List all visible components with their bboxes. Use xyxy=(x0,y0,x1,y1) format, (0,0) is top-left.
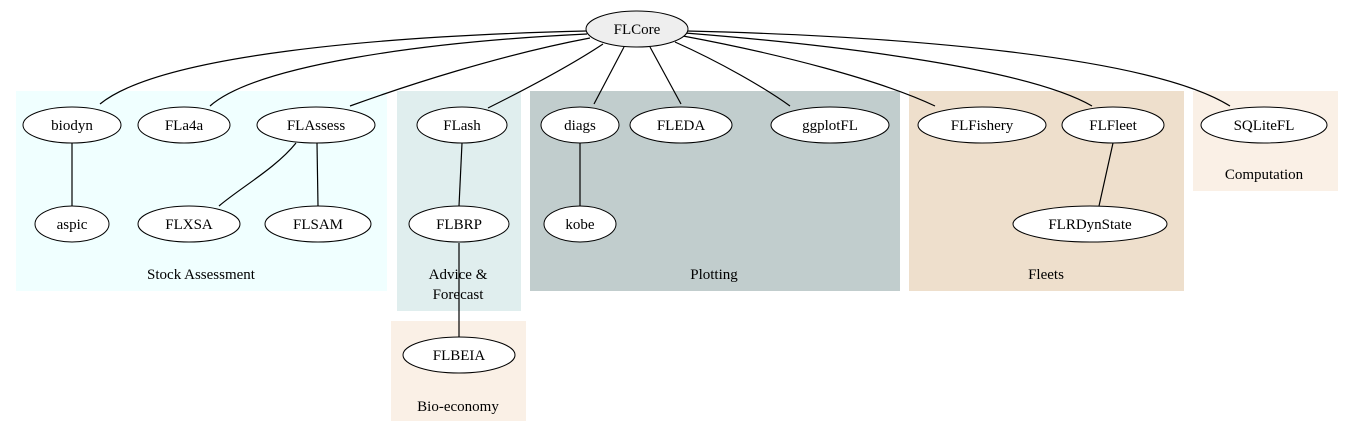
node-flfleet: FLFleet xyxy=(1061,106,1165,144)
node-flfleet-label: FLFleet xyxy=(1089,118,1137,134)
node-flxsa: FLXSA xyxy=(137,205,241,243)
edge-flcore-diags xyxy=(593,46,625,105)
edge-flash-flbrp xyxy=(458,142,463,207)
node-biodyn: biodyn xyxy=(22,106,122,144)
node-flbrp-label: FLBRP xyxy=(436,217,482,233)
cluster-label-advice-forecast-2: Forecast xyxy=(433,287,485,303)
node-kobe-shape xyxy=(543,205,617,243)
edge-flcore-sqlitefl xyxy=(686,30,1231,107)
node-ggplotfl-shape xyxy=(770,106,890,144)
edge-flcore-flfishery xyxy=(682,35,936,107)
edge-flfleet-flrdynstate xyxy=(1098,142,1114,207)
node-diags-shape xyxy=(540,106,620,144)
edge-flcore-flassess xyxy=(349,37,591,107)
node-fleda-label: FLEDA xyxy=(657,118,706,134)
edge-flcore-flash xyxy=(487,43,604,109)
edge-flcore-fleda xyxy=(649,46,682,105)
node-aspic-label: aspic xyxy=(57,217,88,233)
node-flassess-label: FLAssess xyxy=(287,118,346,134)
edge-flassess-flsam xyxy=(316,142,319,207)
node-sqlitefl: SQLiteFL xyxy=(1200,106,1328,144)
node-flfishery: FLFishery xyxy=(917,106,1047,144)
node-flrdynstate-shape xyxy=(1012,205,1168,243)
node-flbrp: FLBRP xyxy=(408,205,510,243)
node-flash-label: FLash xyxy=(443,118,481,134)
node-flsam-shape xyxy=(264,205,372,243)
node-sqlitefl-shape xyxy=(1200,106,1328,144)
node-flbrp-shape xyxy=(408,205,510,243)
node-flash-shape xyxy=(416,106,508,144)
node-flfishery-shape xyxy=(917,106,1047,144)
node-sqlitefl-label: SQLiteFL xyxy=(1234,118,1295,134)
edge-flassess-flxsa xyxy=(218,142,297,207)
node-ggplotfl-label: ggplotFL xyxy=(802,118,858,134)
node-flrdynstate-label: FLRDynState xyxy=(1048,217,1132,233)
node-diags: diags xyxy=(540,106,620,144)
cluster-label-bio-economy: Bio-economy xyxy=(417,399,499,415)
node-aspic-shape xyxy=(34,205,110,243)
node-flsam: FLSAM xyxy=(264,205,372,243)
node-kobe: kobe xyxy=(543,205,617,243)
node-flassess: FLAssess xyxy=(256,106,376,144)
edge-flcore-ggplotfl xyxy=(674,41,791,107)
node-ggplotfl: ggplotFL xyxy=(770,106,890,144)
edge-flcore-biodyn xyxy=(99,30,587,105)
node-flxsa-label: FLXSA xyxy=(165,217,213,233)
node-flfishery-label: FLFishery xyxy=(951,118,1014,134)
cluster-label-plotting: Plotting xyxy=(690,267,738,283)
node-fla4a: FLa4a xyxy=(137,106,231,144)
node-flcore-label: FLCore xyxy=(614,22,661,38)
edge-flcore-fla4a xyxy=(209,33,588,107)
edges xyxy=(71,30,1231,337)
node-fleda-shape xyxy=(629,106,733,144)
cluster-label-computation: Computation xyxy=(1225,167,1304,183)
node-flxsa-shape xyxy=(137,205,241,243)
cluster-label-advice-forecast-1: Advice & xyxy=(429,267,488,283)
node-flassess-shape xyxy=(256,106,376,144)
node-flcore: FLCore xyxy=(585,10,689,48)
node-flrdynstate: FLRDynState xyxy=(1012,205,1168,243)
node-diags-label: diags xyxy=(564,118,596,134)
node-flash: FLash xyxy=(416,106,508,144)
node-fla4a-shape xyxy=(137,106,231,144)
edge-flcore-flfleet xyxy=(684,32,1093,107)
node-flbeia: FLBEIA xyxy=(402,336,516,374)
node-flfleet-shape xyxy=(1061,106,1165,144)
cluster-label-stock-assessment: Stock Assessment xyxy=(147,267,256,283)
node-fleda: FLEDA xyxy=(629,106,733,144)
node-flbeia-shape xyxy=(402,336,516,374)
node-flcore-shape xyxy=(585,10,689,48)
node-biodyn-shape xyxy=(22,106,122,144)
node-aspic: aspic xyxy=(34,205,110,243)
cluster-label-fleets: Fleets xyxy=(1028,267,1064,283)
node-kobe-label: kobe xyxy=(565,217,595,233)
node-flbeia-label: FLBEIA xyxy=(433,348,486,364)
node-biodyn-label: biodyn xyxy=(51,118,93,134)
node-fla4a-label: FLa4a xyxy=(165,118,204,134)
node-flsam-label: FLSAM xyxy=(293,217,343,233)
